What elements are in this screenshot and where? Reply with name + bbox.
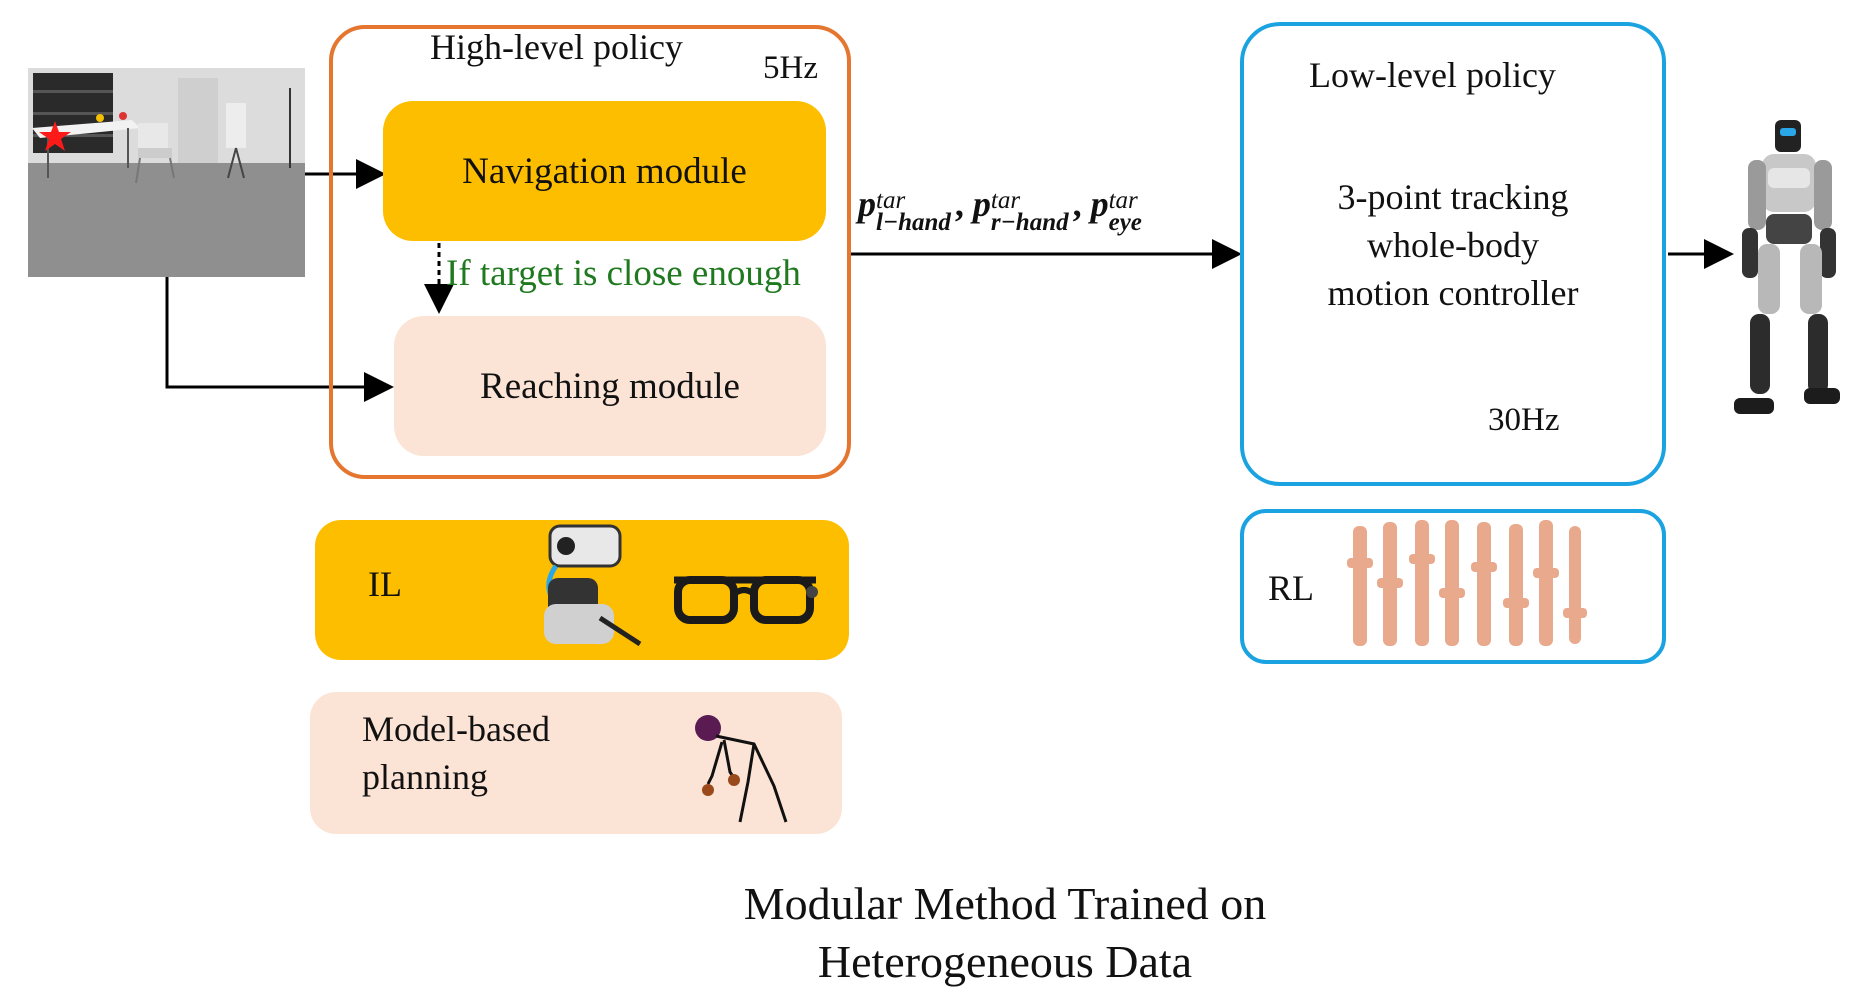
- sup-2: tar: [990, 187, 1021, 214]
- sub-rhand: r−hand: [990, 209, 1069, 236]
- sup-3: tar: [1108, 187, 1138, 214]
- navigation-module-label: Navigation module: [462, 150, 747, 192]
- high-level-policy-title: High-level policy: [430, 27, 683, 67]
- sub-eye: eye: [1108, 209, 1142, 236]
- p-symbol: p: [858, 184, 876, 224]
- desc-line-1: 3-point tracking: [1337, 177, 1569, 217]
- sep-2: ,: [1072, 184, 1082, 224]
- model-based-planning-box: [310, 692, 842, 834]
- arrow-photo-to-reaching: [165, 277, 394, 402]
- target-star-icon: [38, 120, 72, 159]
- reaching-module: Reaching module: [394, 316, 826, 456]
- figure-caption: Modular Method Trained on Heterogeneous …: [700, 875, 1310, 991]
- sub-lhand: l−hand: [876, 209, 951, 236]
- low-level-rate: 30Hz: [1488, 402, 1560, 438]
- low-level-policy-box: [1240, 22, 1666, 486]
- il-label: IL: [368, 564, 402, 604]
- glasses-icon: [670, 570, 820, 635]
- desc-line-2: whole-body: [1367, 225, 1539, 265]
- reaching-module-label: Reaching module: [480, 365, 740, 407]
- high-level-policy-box: [329, 25, 851, 479]
- low-level-description: 3-point tracking whole-body motion contr…: [1240, 173, 1666, 317]
- high-level-rate: 5Hz: [763, 50, 818, 86]
- condition-label: If target is close enough: [446, 253, 801, 294]
- scene-photo: [28, 68, 305, 277]
- desc-line-3: motion controller: [1327, 273, 1579, 313]
- low-level-policy-title: Low-level policy: [1309, 55, 1556, 95]
- rl-label: RL: [1268, 568, 1315, 608]
- teleop-robot-icon: [530, 518, 670, 655]
- caption-line-2: Heterogeneous Data: [817, 936, 1193, 987]
- sep-1: ,: [954, 184, 964, 224]
- sup-1: tar: [876, 187, 906, 214]
- p-symbol: p: [1090, 184, 1109, 224]
- simulated-humanoids-image: [1345, 518, 1590, 663]
- humanoid-robot-image: [1720, 118, 1840, 435]
- mbp-label: Model-based planning: [362, 709, 550, 797]
- caption-line-1: Modular Method Trained on: [743, 878, 1267, 929]
- reinforcement-learning-box: [1240, 509, 1666, 664]
- p-symbol: p: [972, 184, 991, 224]
- navigation-module: Navigation module: [383, 101, 826, 241]
- stick-figure-icon: [694, 712, 794, 833]
